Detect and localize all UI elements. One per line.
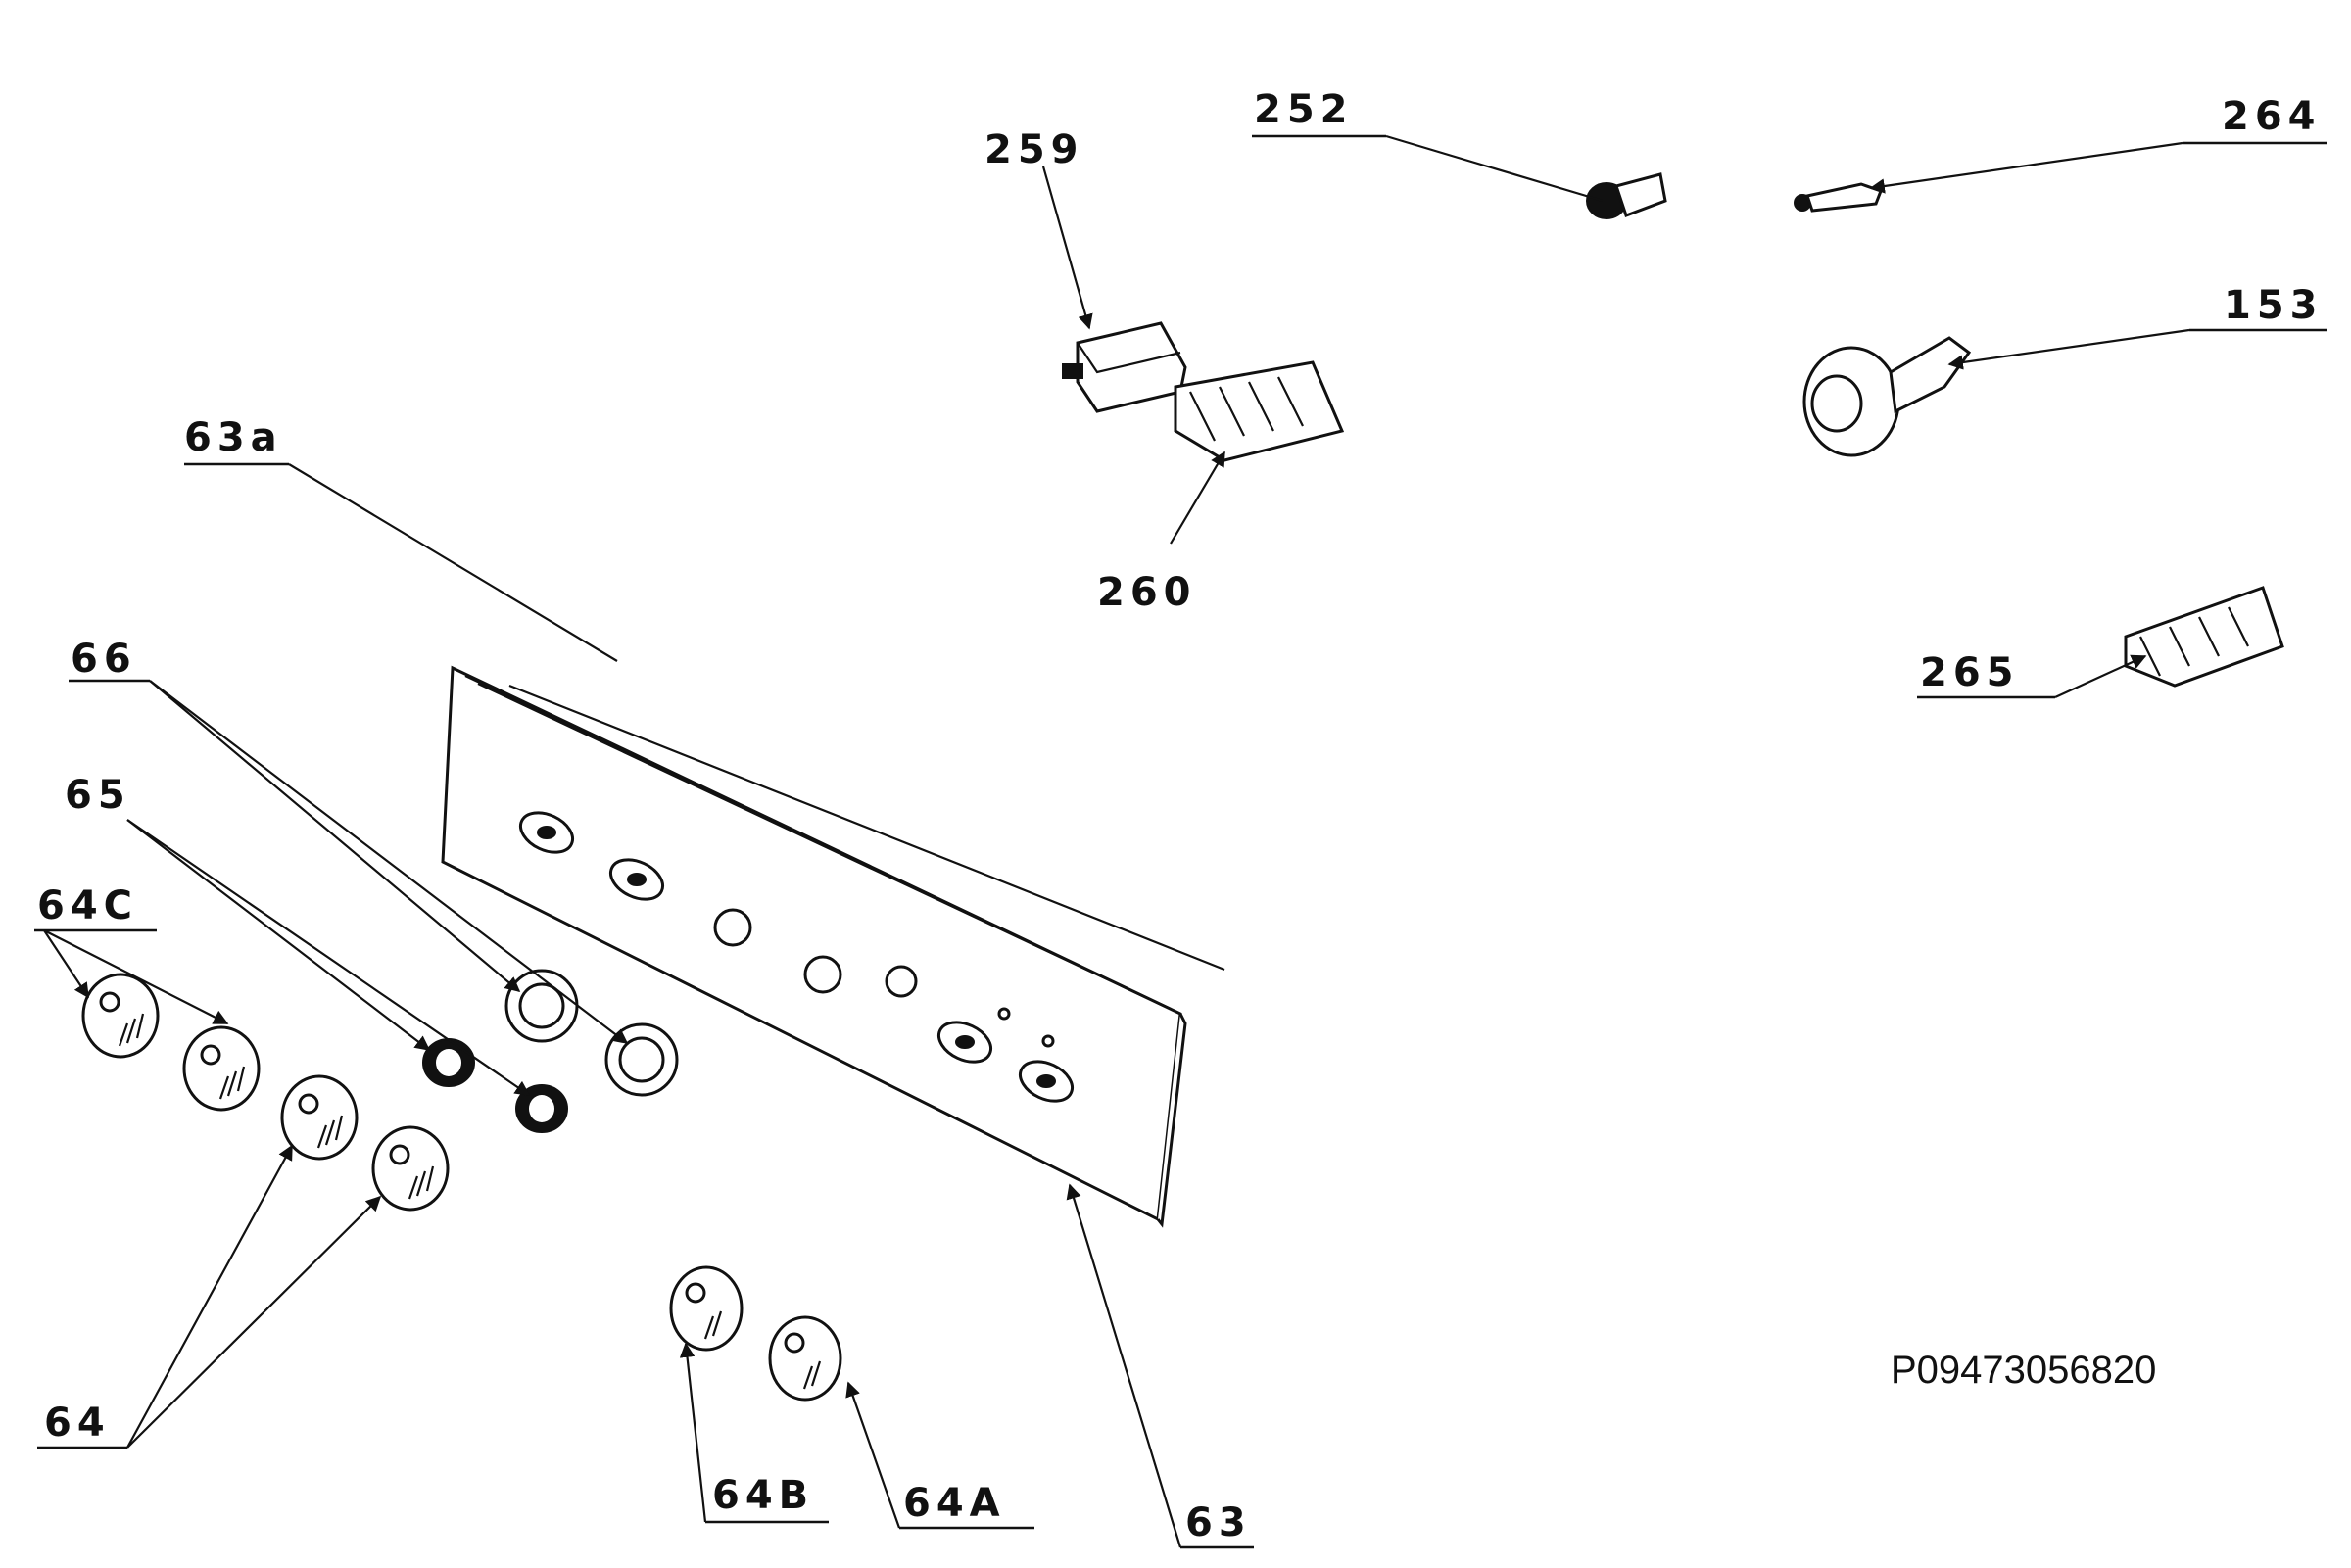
- label-underlines: [34, 134, 2327, 1549]
- label-64a: 64A: [903, 1481, 1006, 1526]
- label-259: 259: [984, 127, 1084, 172]
- component-264: [1794, 182, 1883, 213]
- trim-strip: [508, 684, 1225, 972]
- label-66: 66: [71, 637, 137, 682]
- knob-rings: [504, 969, 679, 1097]
- label-64: 64: [44, 1401, 111, 1446]
- component-265: [2124, 586, 2284, 688]
- label-63: 63: [1185, 1500, 1252, 1545]
- label-260: 260: [1097, 570, 1197, 615]
- label-63a: 63a: [184, 415, 283, 460]
- callout-labels: 252 264 259 153 63a 260 66 265 65 64C 64…: [37, 87, 2324, 1545]
- label-264: 264: [2222, 94, 2322, 139]
- label-252: 252: [1254, 87, 1354, 132]
- component-153: [1802, 336, 1972, 457]
- label-65: 65: [65, 773, 131, 818]
- label-265: 265: [1920, 650, 2020, 695]
- control-panel: [441, 665, 1187, 1228]
- knobs: [81, 973, 842, 1402]
- label-64c: 64C: [37, 883, 138, 928]
- component-252: [1586, 172, 1667, 219]
- label-64b: 64B: [712, 1473, 814, 1518]
- label-153: 153: [2224, 283, 2324, 328]
- document-code: P09473056820: [1891, 1349, 2156, 1392]
- component-259: [1062, 321, 1187, 413]
- knob-bushings: [422, 1038, 568, 1133]
- leader-lines: [43, 134, 2190, 1548]
- component-260: [1174, 360, 1345, 462]
